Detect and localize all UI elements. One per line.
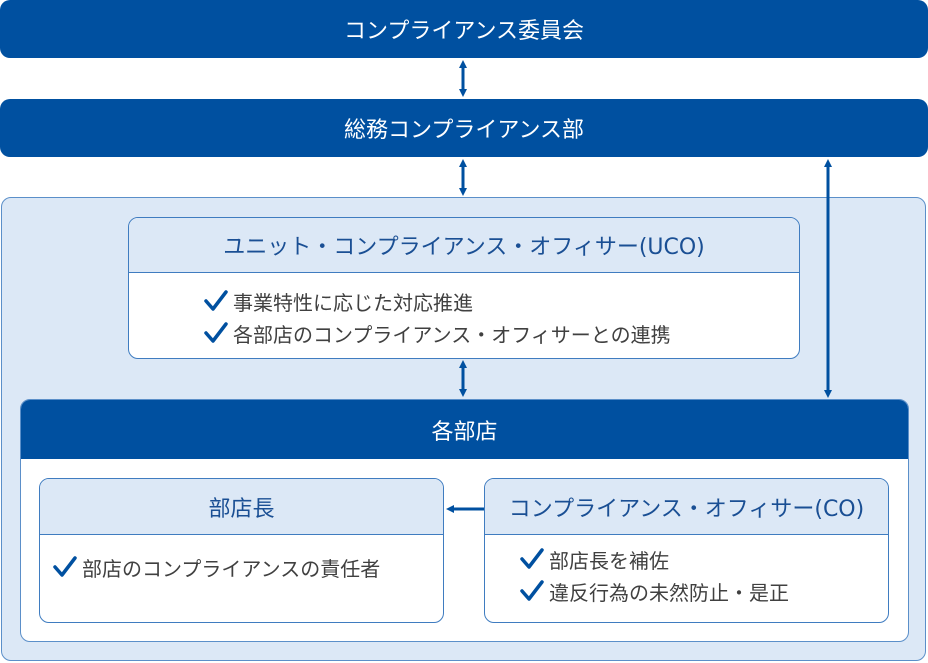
- general-compliance-dept-box: 総務コンプライアンス部: [0, 99, 928, 157]
- branch-manager-item-text: 部店のコンプライアンスの責任者: [82, 556, 381, 581]
- check-icon: [520, 580, 544, 601]
- check-icon: [53, 556, 77, 577]
- compliance-officer-item-text: 部店長を補佐: [549, 548, 669, 573]
- uco-item: 事業特性に応じた対応推進: [203, 285, 799, 317]
- branch-manager-item: 部店のコンプライアンスの責任者: [52, 547, 443, 587]
- uco-card: ユニット・コンプライアンス・オフィサー(UCO) 事業特性に応じた対応推進 各部…: [128, 217, 800, 359]
- compliance-officer-header: コンプライアンス・オフィサー(CO): [485, 479, 888, 535]
- branch-manager-header: 部店長: [40, 479, 443, 535]
- compliance-officer-body: 部店長を補佐 違反行為の未然防止・是正: [485, 535, 888, 607]
- compliance-officer-item: 違反行為の未然防止・是正: [519, 575, 888, 607]
- compliance-committee-label: コンプライアンス委員会: [343, 19, 585, 44]
- uco-card-header: ユニット・コンプライアンス・オフィサー(UCO): [129, 218, 799, 273]
- branch-manager-title: 部店長: [208, 496, 275, 522]
- compliance-officer-title: コンプライアンス・オフィサー(CO): [508, 496, 865, 522]
- branch-manager-card: 部店長 部店のコンプライアンスの責任者: [39, 478, 444, 623]
- uco-item: 各部店のコンプライアンス・オフィサーとの連携: [203, 317, 799, 349]
- uco-item-text: 事業特性に応じた対応推進: [233, 290, 473, 315]
- compliance-officer-item-text: 違反行為の未然防止・是正: [549, 580, 789, 605]
- general-compliance-dept-label: 総務コンプライアンス部: [343, 118, 585, 143]
- compliance-officer-card: コンプライアンス・オフィサー(CO) 部店長を補佐 違反行為の未然防止・是正: [484, 478, 889, 623]
- check-icon: [204, 322, 228, 343]
- uco-item-text: 各部店のコンプライアンス・オフィサーとの連携: [233, 322, 671, 347]
- check-icon: [520, 548, 544, 569]
- check-icon: [204, 290, 228, 311]
- branch-manager-body: 部店のコンプライアンスの責任者: [40, 535, 443, 587]
- compliance-officer-item: 部店長を補佐: [519, 543, 888, 575]
- branches-header: 各部店: [21, 400, 908, 459]
- branches-title: 各部店: [431, 419, 498, 445]
- uco-card-body: 事業特性に応じた対応推進 各部店のコンプライアンス・オフィサーとの連携: [129, 273, 799, 349]
- uco-title: ユニット・コンプライアンス・オフィサー(UCO): [223, 235, 705, 260]
- compliance-committee-box: コンプライアンス委員会: [0, 0, 928, 58]
